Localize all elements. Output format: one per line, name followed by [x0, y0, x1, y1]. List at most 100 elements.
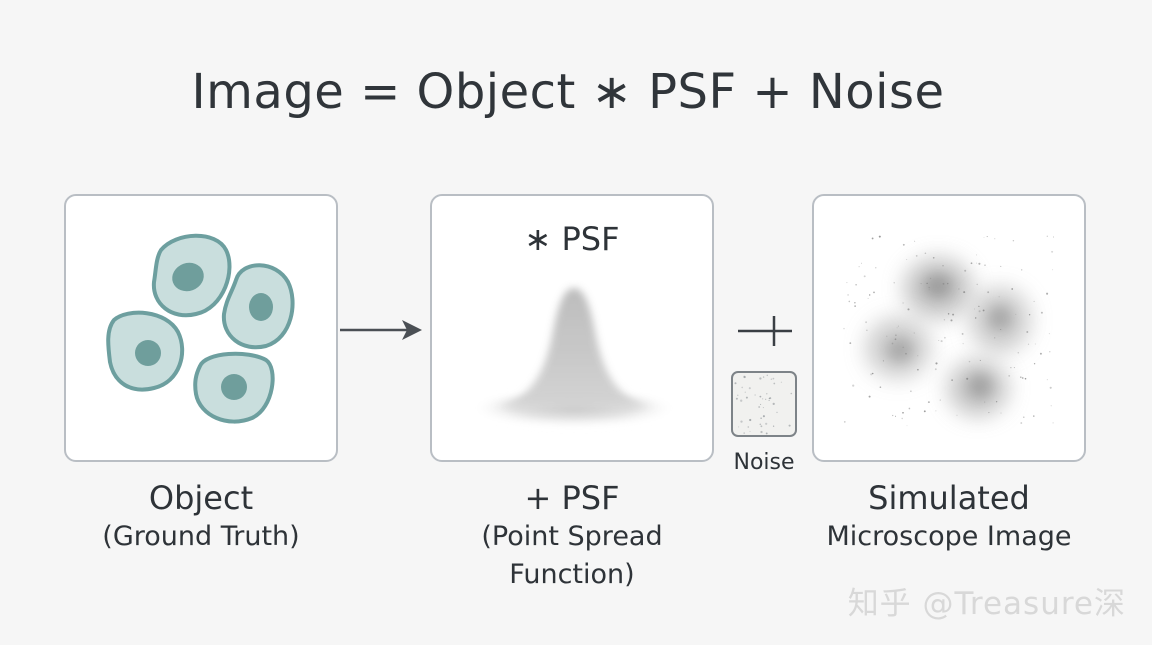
noise-speck	[935, 410, 937, 412]
noise-speck	[1034, 343, 1036, 345]
noise-speck	[769, 397, 772, 400]
noise-speck	[765, 398, 767, 400]
noise-speck	[984, 264, 986, 267]
psf-caption-title: + PSF	[524, 479, 620, 517]
noise-speck	[926, 282, 928, 285]
noise-speck	[1046, 292, 1049, 295]
noise-speck	[1049, 351, 1051, 353]
noise-speck	[749, 430, 751, 432]
noise-speck	[759, 395, 762, 398]
noise-speck	[759, 377, 762, 380]
noise-speck	[1000, 265, 1002, 267]
psf-panel: ∗ PSF	[430, 194, 714, 462]
noise-speck	[978, 305, 980, 308]
noise-speck	[1051, 250, 1054, 253]
noise-speck	[902, 243, 905, 246]
noise-speck	[939, 399, 942, 401]
noise-speck	[961, 332, 964, 335]
result-caption-title: Simulated	[868, 479, 1030, 517]
noise-speck	[1010, 367, 1012, 369]
noise-speck	[768, 399, 770, 402]
blurred-cell	[904, 258, 972, 318]
noise-speck	[1040, 311, 1043, 314]
noise-speck	[760, 417, 762, 420]
noise-speck	[743, 375, 745, 377]
noise-speck	[902, 346, 904, 348]
noise-speck	[762, 376, 765, 378]
noise-speck	[1052, 422, 1054, 424]
noise-speck	[868, 395, 871, 398]
noise-speck	[1011, 288, 1014, 290]
noise-speck	[908, 407, 911, 410]
watermark: 知乎 @Treasure深	[847, 586, 1126, 622]
noise-speck	[988, 412, 990, 414]
object-caption-subtitle: (Ground Truth)	[102, 521, 300, 552]
noise-speck	[986, 236, 988, 238]
psf-caption: + PSF (Point Spread Function)	[430, 478, 714, 594]
noise-specks	[843, 235, 1054, 427]
noise-speck	[843, 327, 845, 330]
noise-speck	[910, 390, 912, 392]
noise-speck	[762, 398, 764, 400]
noise-speck	[765, 432, 768, 435]
noise-speck	[871, 237, 874, 240]
noise-speck	[762, 407, 764, 409]
blurred-cells-image	[843, 235, 1054, 427]
noise-speck	[847, 294, 849, 296]
noise-speck	[743, 432, 746, 434]
noise-speck	[866, 329, 868, 331]
noise-speck	[966, 377, 969, 380]
noise-speck	[983, 237, 985, 238]
noise-speck	[1020, 376, 1022, 378]
noise-speck	[1013, 367, 1015, 369]
noise-speck	[1033, 363, 1036, 365]
noise-speck	[896, 327, 898, 329]
noise-speck	[870, 373, 873, 376]
noise-speck	[760, 403, 762, 405]
noise-swatch	[731, 371, 797, 437]
noise-speck	[998, 296, 1000, 298]
psf-gaussian-plot	[470, 288, 678, 426]
noise-speck	[942, 282, 945, 285]
noise-speck	[759, 423, 762, 426]
noise-speck	[745, 396, 748, 399]
psf-caption-line-2: Function)	[509, 559, 635, 590]
noise-speck	[846, 282, 848, 284]
noise-speck	[743, 375, 746, 379]
noise-speck	[929, 277, 932, 280]
noise-speck	[737, 394, 739, 396]
noise-speck	[735, 397, 738, 400]
noise-speck	[1027, 343, 1030, 345]
blurred-cell	[970, 288, 1030, 352]
noise-speck	[958, 288, 960, 290]
noise-speck	[928, 286, 931, 289]
noise-speck	[766, 393, 768, 395]
noise-speck	[875, 267, 877, 269]
noise-speck	[901, 417, 903, 420]
noise-speck	[741, 386, 744, 389]
noise-label: Noise	[733, 450, 795, 475]
noise-speck	[976, 283, 978, 286]
noise-speck	[1015, 313, 1017, 315]
noise-speck	[934, 368, 937, 371]
noise-speck	[1046, 379, 1048, 381]
cells-illustration	[106, 233, 295, 424]
noise-speck	[790, 392, 793, 395]
noise-speck	[1000, 328, 1002, 331]
noise-texture	[734, 374, 793, 435]
noise-speck	[891, 342, 894, 345]
noise-speck	[974, 308, 976, 310]
noise-speck	[942, 264, 944, 267]
noise-speck	[772, 425, 775, 427]
noise-speck	[760, 430, 763, 434]
noise-speck	[740, 420, 743, 423]
noise-speck	[951, 379, 953, 381]
noise-speck	[982, 309, 985, 312]
noise-speck	[907, 308, 910, 311]
noise-speck	[871, 372, 874, 375]
noise-speck	[788, 424, 791, 427]
noise-speck	[766, 374, 769, 377]
noise-speck	[1049, 386, 1052, 389]
noise-speck	[906, 425, 908, 427]
noise-speck	[915, 255, 918, 257]
